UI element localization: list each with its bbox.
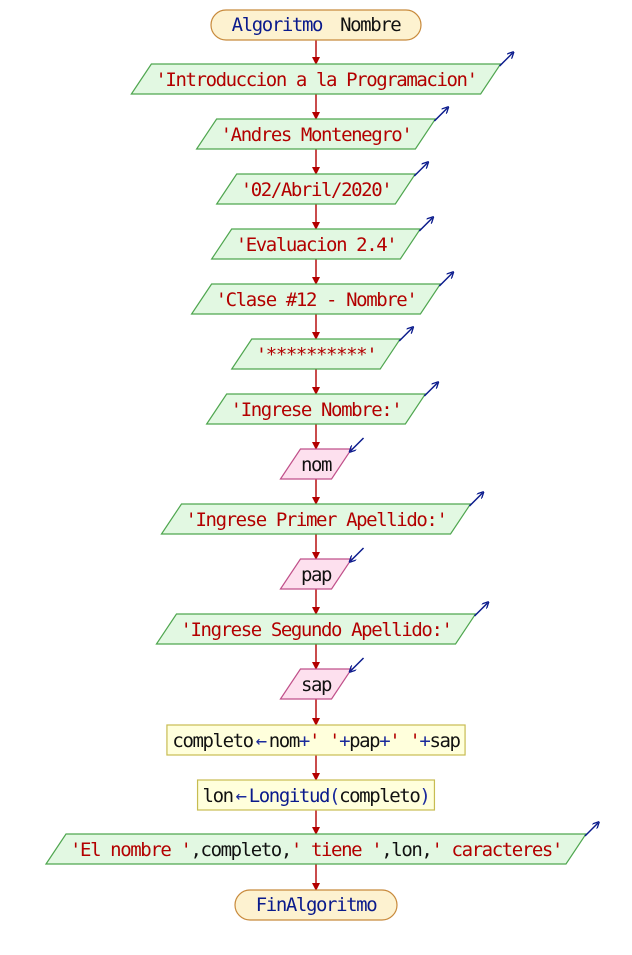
output-text-part: 'Ingrese Nombre:' <box>231 399 402 421</box>
assign-arrow: ← <box>236 785 247 807</box>
step-output: '**********' <box>230 328 412 370</box>
output-arrow-icon <box>423 383 437 397</box>
output-text-part: 'Ingrese Primer Apellido:' <box>185 509 446 531</box>
assign-process-shape <box>196 779 436 811</box>
output-text-part: , <box>281 839 291 861</box>
step-input: pap <box>279 547 365 590</box>
step-output: 'Clase #12 - Nombre' <box>190 273 453 315</box>
output-arrow-icon <box>438 273 452 287</box>
assign-arrow: ← <box>256 730 267 752</box>
output-text-part: 'Andres Montenegro' <box>221 124 412 146</box>
step-output-text: 'Introduccion a la Programacion' <box>155 69 476 91</box>
step-input: sap <box>279 657 365 700</box>
output-text-part: 'Introduccion a la Programacion' <box>155 69 476 91</box>
assign-expr-part: completo <box>339 785 420 807</box>
assign-expr-part: ' ' <box>389 730 419 752</box>
step-output-text: 'Clase #12 - Nombre' <box>216 289 417 311</box>
output-text-part: 'Evaluacion 2.4' <box>236 234 397 256</box>
output-text-part: 'Ingrese Segundo Apellido:' <box>180 619 451 641</box>
output-text-part: , <box>190 839 200 861</box>
step-input-text: pap <box>301 564 332 586</box>
step-output-text: 'Ingrese Primer Apellido:' <box>185 509 446 531</box>
end-terminal-label: FinAlgoritmo <box>256 894 377 916</box>
step-output-text: 'Ingrese Nombre:' <box>231 399 402 421</box>
step-output: 'Ingrese Nombre:' <box>205 383 438 425</box>
assign-expr-part: + <box>419 730 430 752</box>
step-assign-text: completo←nom+' '+pap+' '+sap <box>172 730 460 752</box>
flow-steps: 'Introduccion a la Programacion' 'Andres … <box>44 53 598 865</box>
assign-expr-part: nom <box>269 730 300 752</box>
step-output: 'Evaluacion 2.4' <box>210 218 433 260</box>
step-output: '02/Abril/2020' <box>215 163 428 205</box>
end-terminal: FinAlgoritmo <box>234 889 398 921</box>
step-output: 'El nombre ',completo,' tiene ',lon,' ca… <box>44 823 598 865</box>
output-text-part: '**********' <box>256 344 376 366</box>
step-output-text: 'Ingrese Segundo Apellido:' <box>180 619 451 641</box>
assign-expr-part: sap <box>429 730 460 752</box>
end-terminal-shape <box>234 889 398 921</box>
start-terminal-label: Algoritmo Nombre <box>232 14 402 36</box>
step-output-text: '02/Abril/2020' <box>241 179 392 201</box>
output-text-part: , <box>421 839 431 861</box>
step-input-text: nom <box>301 454 332 476</box>
step-output-text: 'Andres Montenegro' <box>221 124 412 146</box>
step-input: nom <box>279 437 365 480</box>
output-text-part: 'Clase #12 - Nombre' <box>216 289 417 311</box>
step-assign: lon←Longitud(completo) <box>196 779 436 811</box>
input-variable: sap <box>301 674 332 696</box>
assign-target: lon <box>203 785 233 807</box>
step-output: 'Ingrese Segundo Apellido:' <box>155 603 488 645</box>
output-arrow-icon <box>418 218 432 232</box>
output-text-part: , <box>381 839 391 861</box>
output-text-part: ' tiene ' <box>291 839 381 861</box>
assign-expr-part: + <box>299 730 310 752</box>
start-terminal-shape <box>210 9 422 41</box>
output-arrow-icon <box>413 163 427 177</box>
input-arrow-icon <box>351 657 365 671</box>
step-output-text: '**********' <box>256 344 376 366</box>
step-output-text: 'El nombre ',completo,' tiene ',lon,' ca… <box>70 839 562 861</box>
output-text-part: ' caracteres' <box>431 839 562 861</box>
step-assign: completo←nom+' '+pap+' '+sap <box>166 724 466 756</box>
output-arrow-icon <box>474 603 488 617</box>
output-text-part: 'El nombre ' <box>70 839 190 861</box>
assign-expr-part: ' ' <box>309 730 339 752</box>
output-arrow-icon <box>499 53 513 67</box>
start-terminal: Algoritmo Nombre <box>210 9 422 41</box>
output-arrow-icon <box>433 108 447 122</box>
input-variable: pap <box>301 564 332 586</box>
assign-expr-part: ( <box>329 785 339 807</box>
assign-expr-part: pap <box>349 730 380 752</box>
assign-expr-part: ) <box>419 785 429 807</box>
assign-process-shape <box>166 724 466 756</box>
output-text-part: completo <box>201 839 282 861</box>
assign-expr-part: + <box>339 730 350 752</box>
output-arrow-icon <box>468 493 483 507</box>
step-output: 'Introduccion a la Programacion' <box>130 53 513 95</box>
output-arrow-icon <box>398 328 412 342</box>
output-text-part: lon <box>391 839 421 861</box>
input-arrow-icon <box>351 547 365 561</box>
assign-expr-part: + <box>379 730 390 752</box>
step-assign-text: lon←Longitud(completo) <box>203 785 430 807</box>
step-output: 'Ingrese Primer Apellido:' <box>160 493 483 535</box>
output-arrow-icon <box>584 823 598 837</box>
algorithm-name: Nombre <box>340 14 401 36</box>
output-text-part: '02/Abril/2020' <box>241 179 392 201</box>
step-output: 'Andres Montenegro' <box>195 108 448 150</box>
input-arrow-icon <box>351 437 365 451</box>
assign-target: completo <box>172 730 253 752</box>
assign-expr-part: Longitud <box>249 785 329 807</box>
start-keyword: Algoritmo <box>232 14 323 36</box>
step-output-text: 'Evaluacion 2.4' <box>236 234 397 256</box>
input-variable: nom <box>301 454 332 476</box>
step-input-text: sap <box>301 674 332 696</box>
